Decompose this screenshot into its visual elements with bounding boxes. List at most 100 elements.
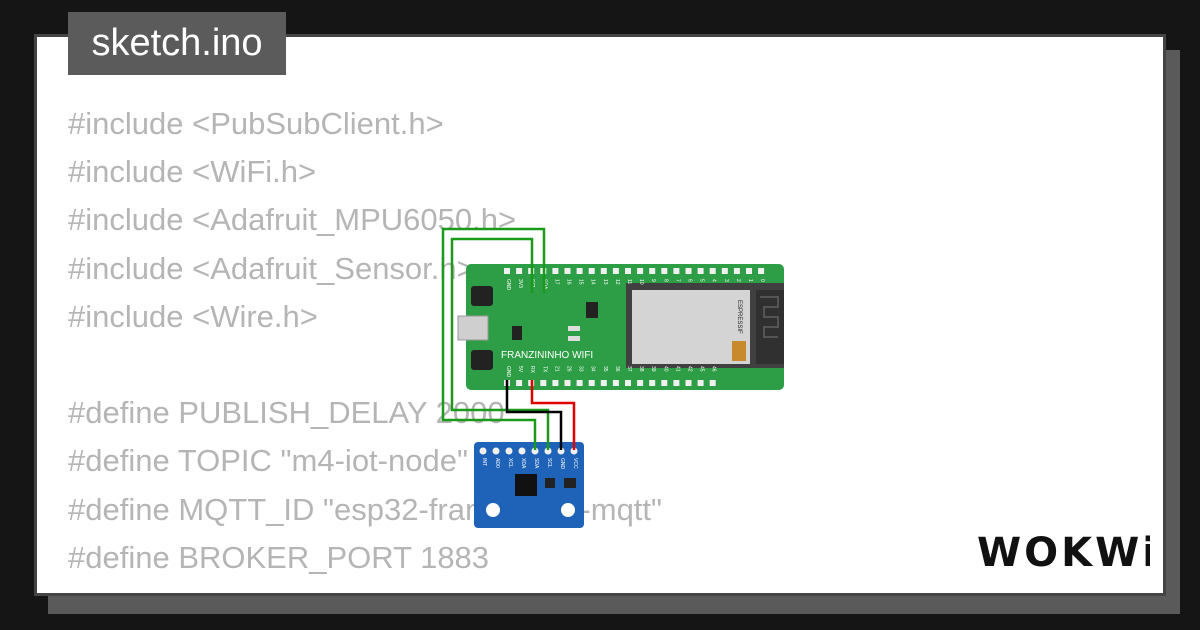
code-line: #include <Adafruit_MPU6050.h> xyxy=(68,202,517,238)
header-pin[interactable] xyxy=(576,380,583,386)
wokwi-logo-text: WOKWi xyxy=(977,530,1150,576)
pin-label: 14 xyxy=(590,279,596,285)
pin-label: 6 xyxy=(687,279,693,282)
pin-label: RX xyxy=(529,366,535,374)
header-pin[interactable] xyxy=(600,380,607,386)
sensor-pin-label: XCL xyxy=(507,458,513,468)
header-pin[interactable] xyxy=(540,380,547,386)
header-pin[interactable] xyxy=(661,268,668,274)
header-pin[interactable] xyxy=(612,380,619,386)
wire-sda[interactable] xyxy=(441,227,546,450)
reset-button[interactable] xyxy=(471,350,493,370)
header-pin[interactable] xyxy=(649,268,656,274)
header-pin[interactable] xyxy=(661,380,668,386)
pin-label: 9 xyxy=(650,279,656,282)
wire-vcc[interactable] xyxy=(530,380,576,450)
code-line: #include <WiFi.h> xyxy=(68,154,317,190)
header-pin[interactable] xyxy=(721,268,728,274)
header-pin[interactable] xyxy=(564,380,571,386)
header-pin[interactable] xyxy=(709,268,716,274)
header-pin[interactable] xyxy=(746,268,752,274)
regulator-chip xyxy=(512,326,522,340)
pin-label: 36 xyxy=(614,366,620,372)
antenna-trace-icon xyxy=(760,296,779,338)
pin-label: 12 xyxy=(614,279,620,285)
sensor-pin-label: GND xyxy=(559,458,565,470)
sensor-pin-label: XDA xyxy=(520,458,526,469)
pin-label: 45 xyxy=(699,366,705,372)
sensor-pin[interactable] xyxy=(492,447,500,455)
header-pin[interactable] xyxy=(685,268,692,274)
header-pin[interactable] xyxy=(576,268,583,274)
wokwi-logo: WOKWi xyxy=(977,530,1150,576)
header-pin[interactable] xyxy=(685,380,692,386)
pin-label: 15 xyxy=(578,279,584,285)
header-pin[interactable] xyxy=(637,268,644,274)
header-pin[interactable] xyxy=(673,380,680,386)
wire-scl[interactable] xyxy=(450,237,550,450)
sensor-pin-label: INT xyxy=(481,458,487,466)
boot-button[interactable] xyxy=(471,286,493,306)
header-pin[interactable] xyxy=(588,268,595,274)
header-pin[interactable] xyxy=(612,268,619,274)
code-line: #include <Adafruit_Sensor.h> xyxy=(68,250,475,286)
pin-label: 17 xyxy=(553,279,559,285)
code-line: #include <PubSubClient.h> xyxy=(68,106,444,141)
chip-text: ESPRESSIF xyxy=(736,300,742,334)
header-pin[interactable] xyxy=(733,268,740,274)
pin-label: 3V3 xyxy=(517,279,523,288)
sensor-pin-label: SDA xyxy=(533,458,539,469)
sensor-pin[interactable] xyxy=(505,447,513,455)
pin-label: TX xyxy=(541,366,547,373)
sensor-regulator xyxy=(564,478,576,488)
header-pin[interactable] xyxy=(588,380,595,386)
pin-label: GND xyxy=(505,279,511,291)
sensor-pin[interactable] xyxy=(557,447,565,455)
header-pin[interactable] xyxy=(552,268,559,274)
sensor-pin[interactable] xyxy=(531,447,539,455)
header-pin[interactable] xyxy=(552,380,559,386)
header-pin[interactable] xyxy=(516,380,523,386)
pin-label: 35 xyxy=(602,366,608,372)
pin-label: GND xyxy=(505,366,511,378)
wire-gnd[interactable] xyxy=(505,380,563,450)
header-pin[interactable] xyxy=(649,380,656,386)
header-pin[interactable] xyxy=(637,380,644,386)
header-pin[interactable] xyxy=(516,268,523,274)
header-pin[interactable] xyxy=(600,268,607,274)
imu-chip xyxy=(515,474,537,496)
pin-label: 10 xyxy=(638,279,644,285)
header-pin[interactable] xyxy=(697,268,704,274)
sensor-pin[interactable] xyxy=(518,447,526,455)
header-pin[interactable] xyxy=(758,268,765,274)
header-pin[interactable] xyxy=(625,268,631,274)
code-line: #define PUBLISH_DELAY 2000 xyxy=(68,395,505,431)
pin-label: 42 xyxy=(687,366,693,372)
pin-label: 8 xyxy=(662,279,668,282)
sensor-pin[interactable] xyxy=(544,447,552,455)
pin-label: 3 xyxy=(723,279,729,282)
pin-label: 21 xyxy=(553,366,559,372)
file-tab[interactable]: sketch.ino xyxy=(68,12,286,75)
usb-port xyxy=(457,315,489,341)
pin-label: 39 xyxy=(650,366,656,372)
header-pin[interactable] xyxy=(673,268,680,274)
code-editor[interactable]: #include <PubSubClient.h> #include <WiFi.… xyxy=(68,100,662,582)
header-pin[interactable] xyxy=(504,268,510,274)
pin-label: 38 xyxy=(638,366,644,372)
smd-resistor xyxy=(568,336,580,341)
sensor-component xyxy=(545,478,555,488)
header-pin[interactable] xyxy=(625,380,631,386)
header-pin[interactable] xyxy=(697,380,704,386)
pin-label: 5 xyxy=(699,279,705,282)
mount-hole xyxy=(486,503,500,517)
header-pin[interactable] xyxy=(564,268,571,274)
pin-label: 5V xyxy=(517,366,523,373)
pin-label: 16 xyxy=(566,279,572,285)
sensor-pin[interactable] xyxy=(479,447,487,455)
pin-label: 1 xyxy=(747,279,753,282)
sensor-pin[interactable] xyxy=(570,447,578,455)
header-pin[interactable] xyxy=(709,380,716,386)
mount-hole xyxy=(561,503,575,517)
